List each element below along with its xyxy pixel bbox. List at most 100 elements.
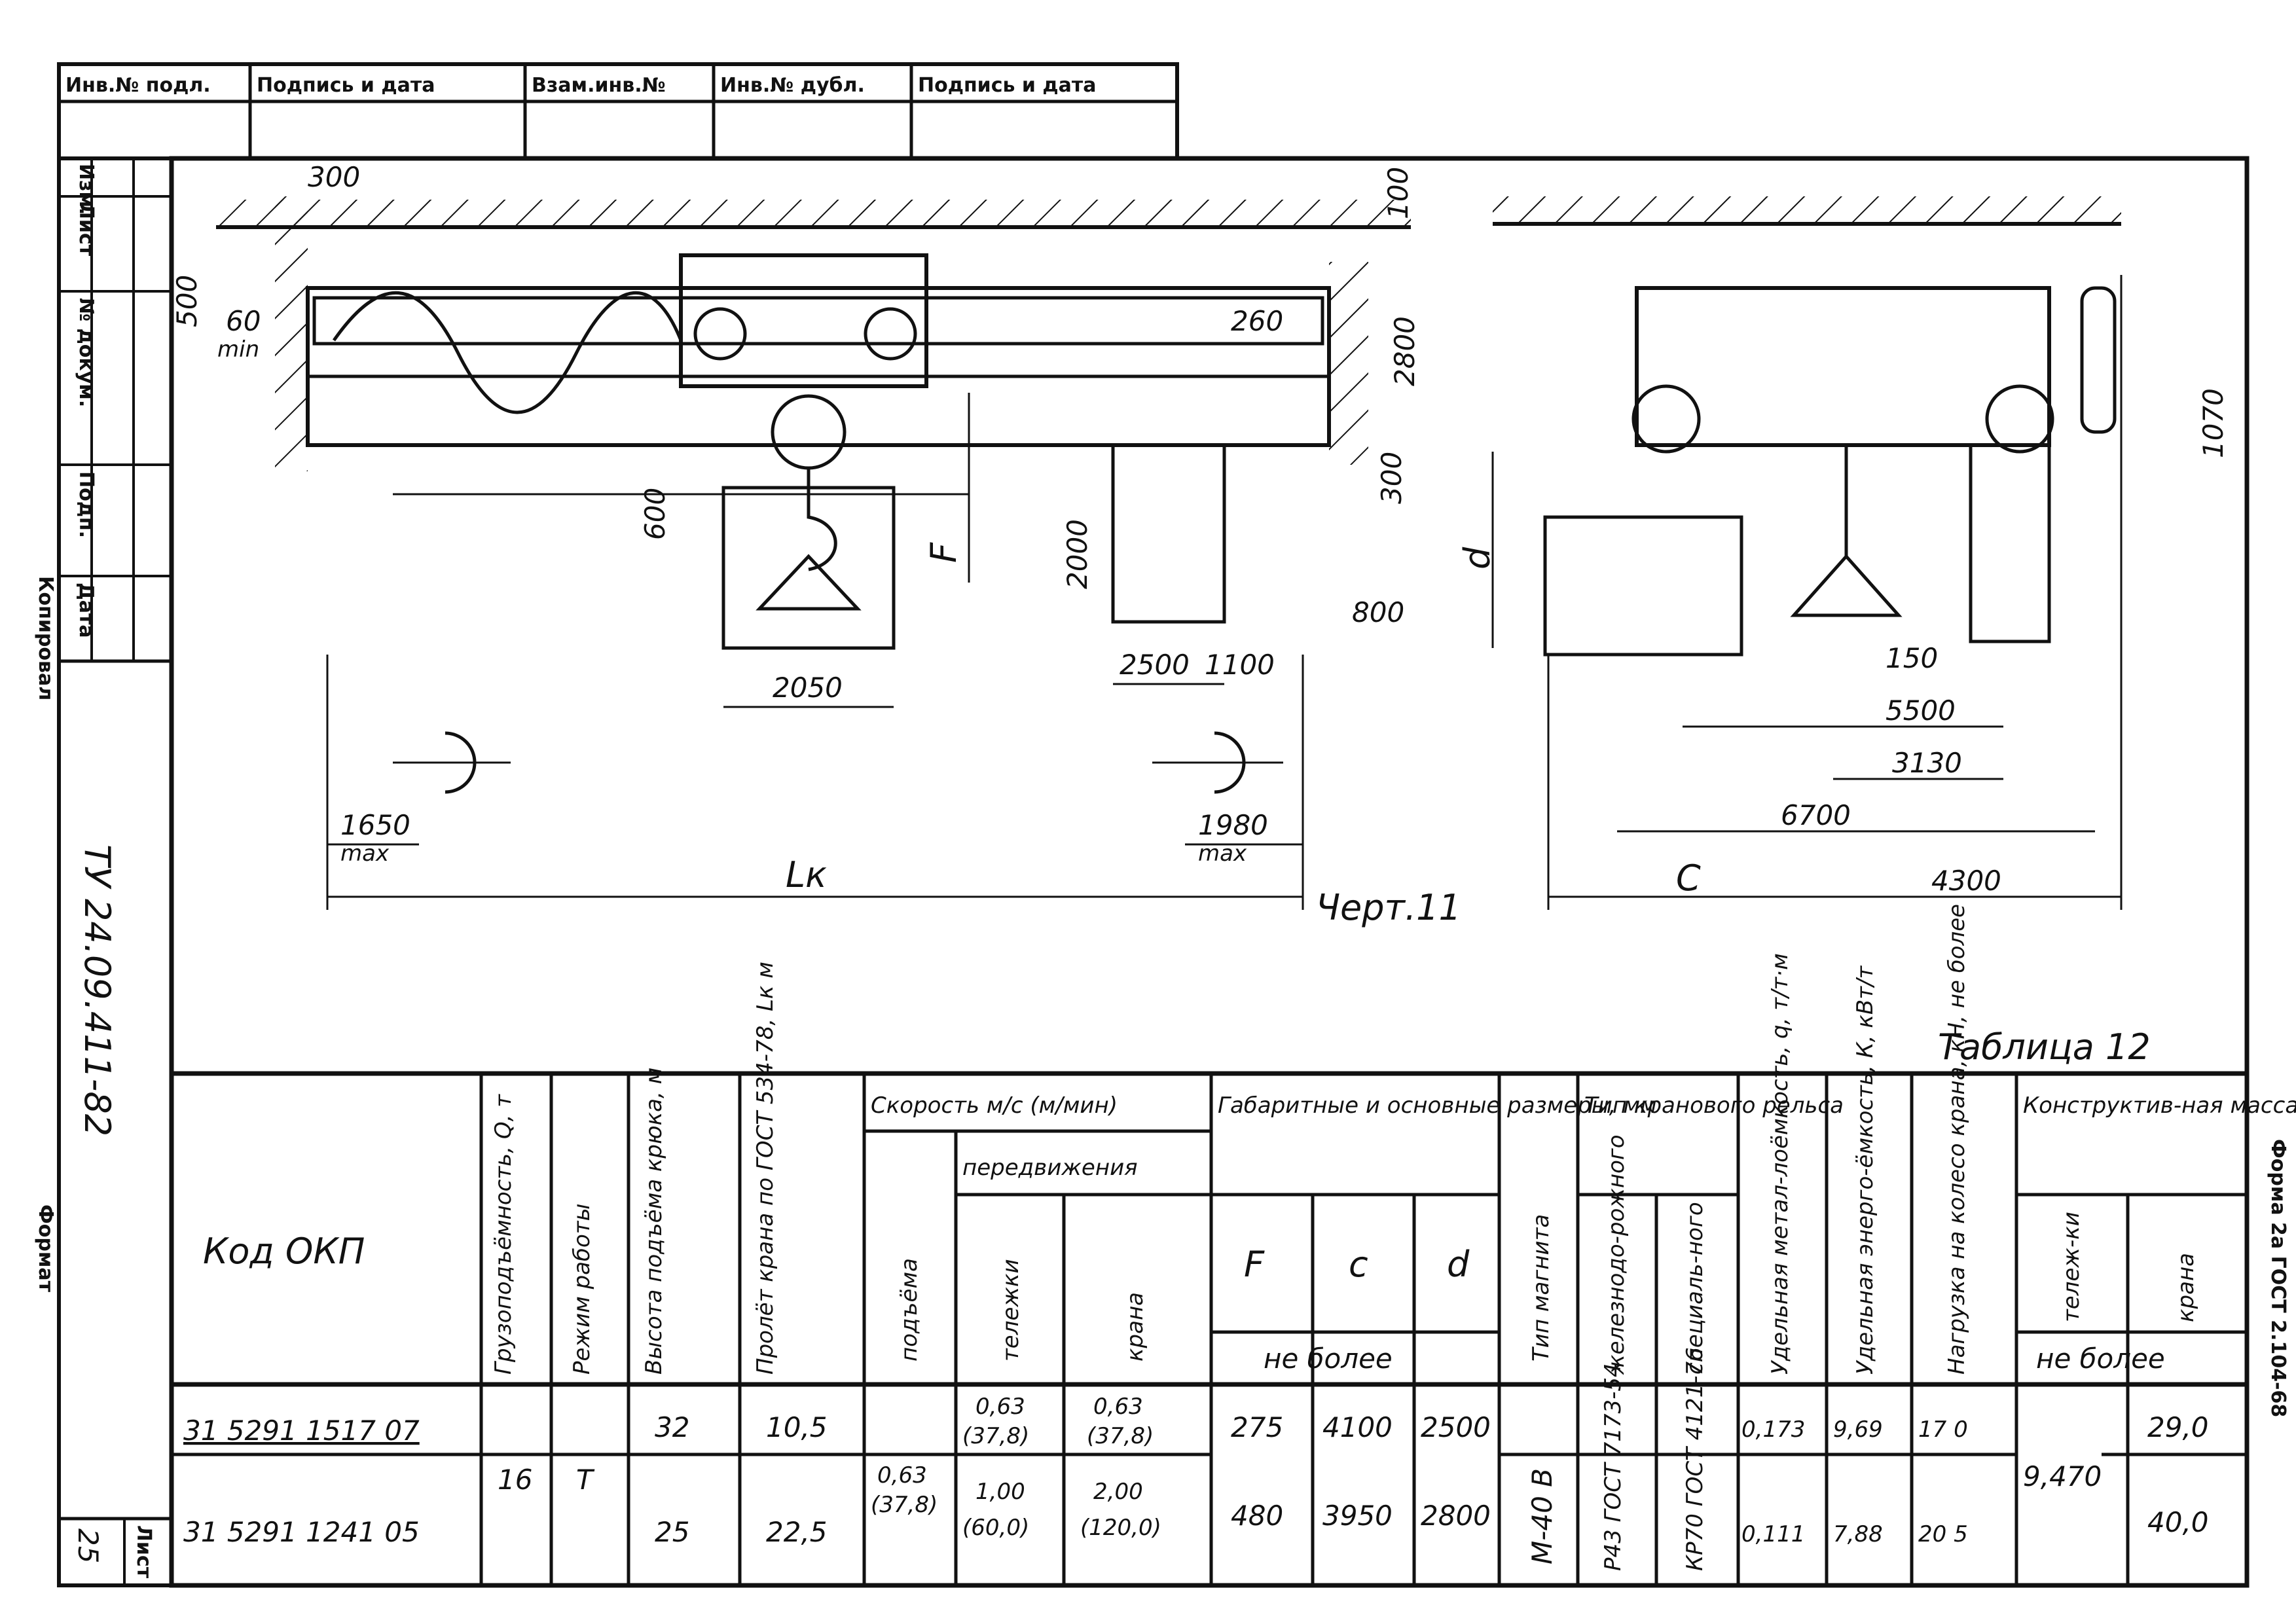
- row2-trolley-m: (60,0): [962, 1515, 1029, 1541]
- stamp-sign-date: Подпись и дата: [257, 74, 435, 97]
- crane-side-dimensions: 1070 d 150 5500 3130 6700 C 4300: [1457, 388, 2229, 899]
- row2-span: 22,5: [766, 1516, 828, 1548]
- column-block: [1111, 443, 1226, 624]
- side-cabin: [2080, 286, 2117, 434]
- row1-c: 4100: [1322, 1411, 1393, 1443]
- th-span: Пролёт крана по ГОСТ 534-78, Lк м: [752, 962, 778, 1375]
- th-code: Код ОКП: [203, 1231, 365, 1272]
- side-left-block: [1543, 515, 1743, 657]
- dim-300: 300: [308, 161, 360, 193]
- stamp-sign-date-2: Подпись и дата: [918, 74, 1096, 97]
- row2-crane: 2,00: [1093, 1479, 1143, 1505]
- side-right-block: [1969, 443, 2051, 643]
- dim-1980-max: max: [1198, 840, 1247, 867]
- row2-load: 20 5: [1918, 1521, 1968, 1547]
- row2-mass-crane: 40,0: [2147, 1506, 2209, 1538]
- right-wall-hatch: [1329, 262, 1368, 465]
- th-crane: крана: [1122, 1292, 1148, 1362]
- th-magnet: Тип магнита: [1528, 1214, 1554, 1362]
- th-metal: Удельная метал-лоёмкость, q, т/т·м: [1767, 953, 1793, 1375]
- stamp-header-labels: Инв.№ подл. Подпись и дата Взам.инв.№ Ин…: [65, 74, 1096, 97]
- stamp-vzam-inv: Взам.инв.№: [532, 74, 666, 97]
- side-izm: Изм.: [75, 164, 98, 215]
- dim-d: d: [1457, 547, 1498, 569]
- crane-front-dimensions: 300 500 60 min 100 260 2800 300 600 F 20…: [171, 161, 1461, 928]
- sheet-label: Лист: [132, 1525, 155, 1579]
- side-ndoc: № докум.: [75, 298, 98, 407]
- spec-table-shared: 16 Т 0,63 (37,8) М-40 В Р43 ГОСТ 7173-54…: [498, 1347, 2102, 1571]
- side-trolley: [1635, 286, 2051, 447]
- magnet-drum: [771, 394, 847, 470]
- sheet-number: 25: [72, 1528, 104, 1563]
- dim-1070: 1070: [2197, 388, 2229, 458]
- dim-Lk: Lк: [786, 854, 827, 895]
- row1-load: 17 0: [1918, 1416, 1968, 1443]
- row1-trolley: 0,63: [975, 1394, 1025, 1420]
- side-wheel-left: [1631, 384, 1701, 454]
- dim-3130: 3130: [1892, 747, 1962, 779]
- dim-150: 150: [1886, 642, 1938, 674]
- row1-code: 31 5291 1517 07: [183, 1415, 420, 1447]
- row2-crane-m: (120,0): [1080, 1515, 1161, 1541]
- trolley: [679, 253, 928, 388]
- ceiling-hatch: [216, 200, 1411, 227]
- dim-5500: 5500: [1886, 695, 1956, 727]
- dim-C: C: [1676, 857, 1701, 899]
- shared-rail-rr: Р43 ГОСТ 7173-54: [1600, 1363, 1626, 1571]
- dim-600: 600: [639, 488, 671, 540]
- th-d: d: [1447, 1244, 1470, 1285]
- magnet: [756, 554, 862, 611]
- row2-d: 2800: [1421, 1500, 1491, 1532]
- side-ceiling-hatch: [1493, 196, 2121, 224]
- th-lift: подъёма: [896, 1258, 922, 1362]
- dim-800: 800: [1352, 596, 1404, 628]
- shared-lift-m: (37,8): [871, 1492, 938, 1518]
- left-wall-hatch: [275, 196, 308, 471]
- crane-bridge: [306, 286, 1331, 447]
- th-c: c: [1349, 1244, 1368, 1285]
- th-rail-rr: железнодо-рожного: [1603, 1134, 1630, 1375]
- dim-4300: 4300: [1931, 865, 2001, 897]
- side-magnet: [1790, 554, 1903, 617]
- th-mass-crane: крана: [2173, 1253, 2199, 1322]
- kopiroval-label: Копировал: [34, 576, 57, 700]
- th-travel: передвижения: [962, 1155, 1138, 1181]
- dim-2800: 2800: [1389, 316, 1421, 386]
- th-height: Высота подъёма крюка, м: [641, 1068, 667, 1375]
- row2-energy: 7,88: [1833, 1521, 1883, 1547]
- dim-1100: 1100: [1205, 649, 1275, 681]
- th-mode: Режим работы: [569, 1204, 595, 1375]
- th-not-more: не более: [1264, 1343, 1393, 1375]
- th-load: Нагрузка на колесо крана, кН, не более: [1944, 904, 1970, 1375]
- dim-2050: 2050: [773, 672, 843, 704]
- dim-60-min: min: [217, 336, 259, 363]
- shared-magnet: М-40 В: [1526, 1468, 1558, 1564]
- shared-lift: 0,63: [877, 1462, 927, 1489]
- row1-span: 10,5: [766, 1411, 828, 1443]
- side-podp: Подп.: [75, 471, 98, 538]
- row2-code: 31 5291 1241 05: [183, 1516, 420, 1548]
- stamp-inv-podl: Инв.№ подл.: [65, 74, 211, 97]
- load-envelope: [721, 486, 896, 650]
- dim-2500: 2500: [1120, 649, 1190, 681]
- row1-trolley-m: (37,8): [962, 1423, 1029, 1449]
- side-data: Дата: [75, 583, 98, 638]
- dim-1650-max: max: [340, 840, 390, 867]
- th-F: F: [1244, 1244, 1265, 1285]
- dim-60: 60: [226, 305, 261, 337]
- spec-table-grid: [172, 1071, 2247, 1585]
- dim-F: F: [923, 542, 964, 563]
- shared-mass-trolley: 9,470: [2023, 1460, 2102, 1492]
- cable-curve: [332, 291, 683, 414]
- drawing-title: Черт.11: [1316, 887, 1461, 928]
- row2-F: 480: [1231, 1500, 1283, 1532]
- shared-mode: Т: [576, 1464, 595, 1496]
- row1-crane-m: (37,8): [1087, 1423, 1154, 1449]
- th-mass: Конструктив-ная масса, т: [2023, 1092, 2296, 1119]
- dim-2000: 2000: [1061, 519, 1093, 589]
- crane-side-view: [1491, 196, 2123, 910]
- dim-260: 260: [1231, 305, 1283, 337]
- th-mass-trolley: тележ-ки: [2058, 1212, 2085, 1322]
- row1-d: 2500: [1421, 1411, 1491, 1443]
